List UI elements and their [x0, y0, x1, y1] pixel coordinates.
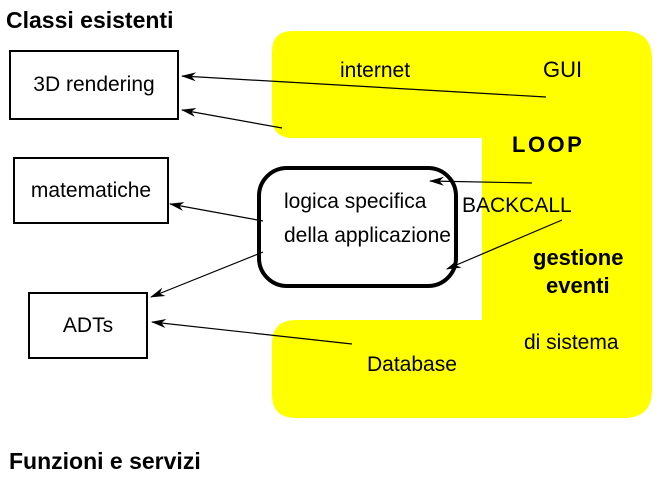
arrow-database-to-adts: [150, 319, 353, 345]
box-adts: ADTs: [28, 292, 148, 359]
arrow-backcall-to-logic-box: [446, 219, 563, 270]
box-3d-rendering: 3D rendering: [9, 50, 179, 120]
label-database: Database: [367, 353, 457, 376]
page-footer: Funzioni e servizi: [9, 448, 201, 474]
label-backcall: BACKCALL: [462, 194, 572, 217]
application-logic-line2: della applicazione: [284, 224, 451, 247]
box-3d-rendering-label: 3D rendering: [33, 73, 155, 96]
arrow-logic-box-to-matematiche: [168, 202, 264, 222]
highlight-region: [272, 31, 652, 418]
arrow-gui-to-3d-rendering: [180, 72, 547, 98]
label-internet: internet: [340, 59, 411, 82]
box-application-logic: [257, 166, 458, 288]
label-di-sistema: di sistema: [524, 331, 619, 354]
application-logic-line1: logica specifica: [284, 190, 427, 213]
arrow-internet-to-3d-rendering: [180, 108, 283, 129]
label-loop: LOOP: [512, 132, 585, 157]
box-matematiche: matematiche: [13, 157, 169, 224]
label-gestione: gestione: [533, 245, 624, 270]
box-adts-label: ADTs: [62, 313, 114, 337]
label-gui: GUI: [543, 57, 583, 82]
arrow-logic-box-to-adts: [150, 251, 264, 298]
box-matematiche-label: matematiche: [30, 178, 152, 202]
page-title: Classi esistenti: [6, 7, 174, 33]
label-eventi: eventi: [546, 273, 610, 298]
